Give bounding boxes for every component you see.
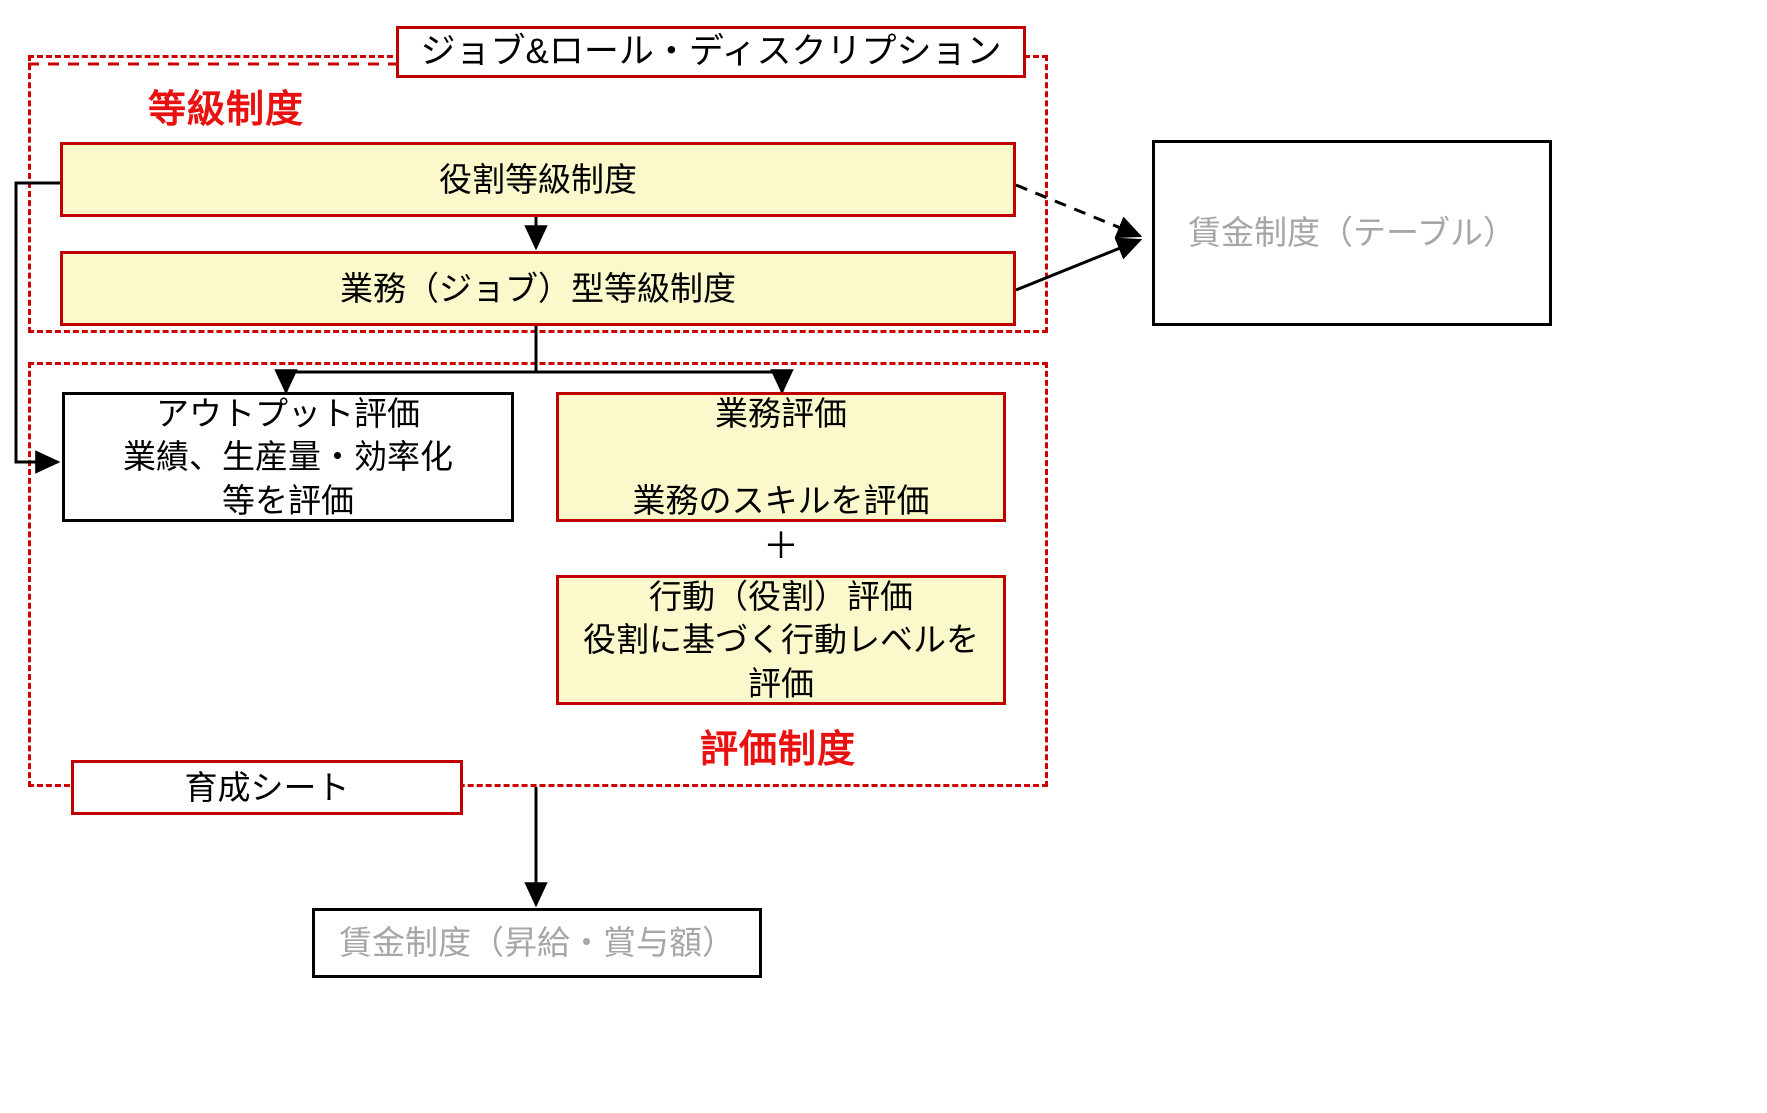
node-wage-system-table[interactable]: 賃金制度（テーブル）: [1152, 140, 1552, 326]
node-label: アウトプット評価 業績、生産量・効率化 等を評価: [123, 394, 453, 519]
evaluation-system-region: [28, 362, 1048, 787]
group-label-text: 評価制度: [700, 729, 857, 771]
node-behavior-evaluation[interactable]: 行動（役割）評価 役割に基づく行動レベルを 評価: [556, 575, 1006, 705]
plus-label: ＋: [762, 525, 799, 566]
node-job-role-description[interactable]: ジョブ&ロール・ディスクリプション: [396, 26, 1026, 78]
node-label: 行動（役割）評価 役割に基づく行動レベルを 評価: [583, 577, 979, 702]
node-label: 賃金制度（昇給・賞与額）: [339, 924, 735, 962]
node-wage-system-raise-bonus[interactable]: 賃金制度（昇給・賞与額）: [312, 908, 762, 978]
node-label: 賃金制度（テーブル）: [1187, 214, 1517, 252]
group-label-text: 等級制度: [148, 89, 305, 131]
group-label-grade-system: 等級制度: [148, 78, 304, 133]
plus-operator: ＋: [556, 528, 1006, 564]
node-role-grade-system[interactable]: 役割等級制度: [60, 142, 1016, 217]
node-label: 業務（ジョブ）型等級制度: [340, 269, 736, 307]
group-label-evaluation-system: 評価制度: [700, 718, 856, 773]
node-job-evaluation[interactable]: 業務評価 業務のスキルを評価: [556, 392, 1006, 522]
node-output-evaluation[interactable]: アウトプット評価 業績、生産量・効率化 等を評価: [62, 392, 514, 522]
node-job-grade-system[interactable]: 業務（ジョブ）型等級制度: [60, 251, 1016, 326]
node-label: 育成シート: [184, 768, 350, 806]
node-label: 業務評価 業務のスキルを評価: [632, 394, 930, 519]
node-label: ジョブ&ロール・ディスクリプション: [420, 31, 1002, 71]
node-label: 役割等級制度: [439, 160, 637, 198]
node-development-sheet[interactable]: 育成シート: [71, 760, 463, 815]
